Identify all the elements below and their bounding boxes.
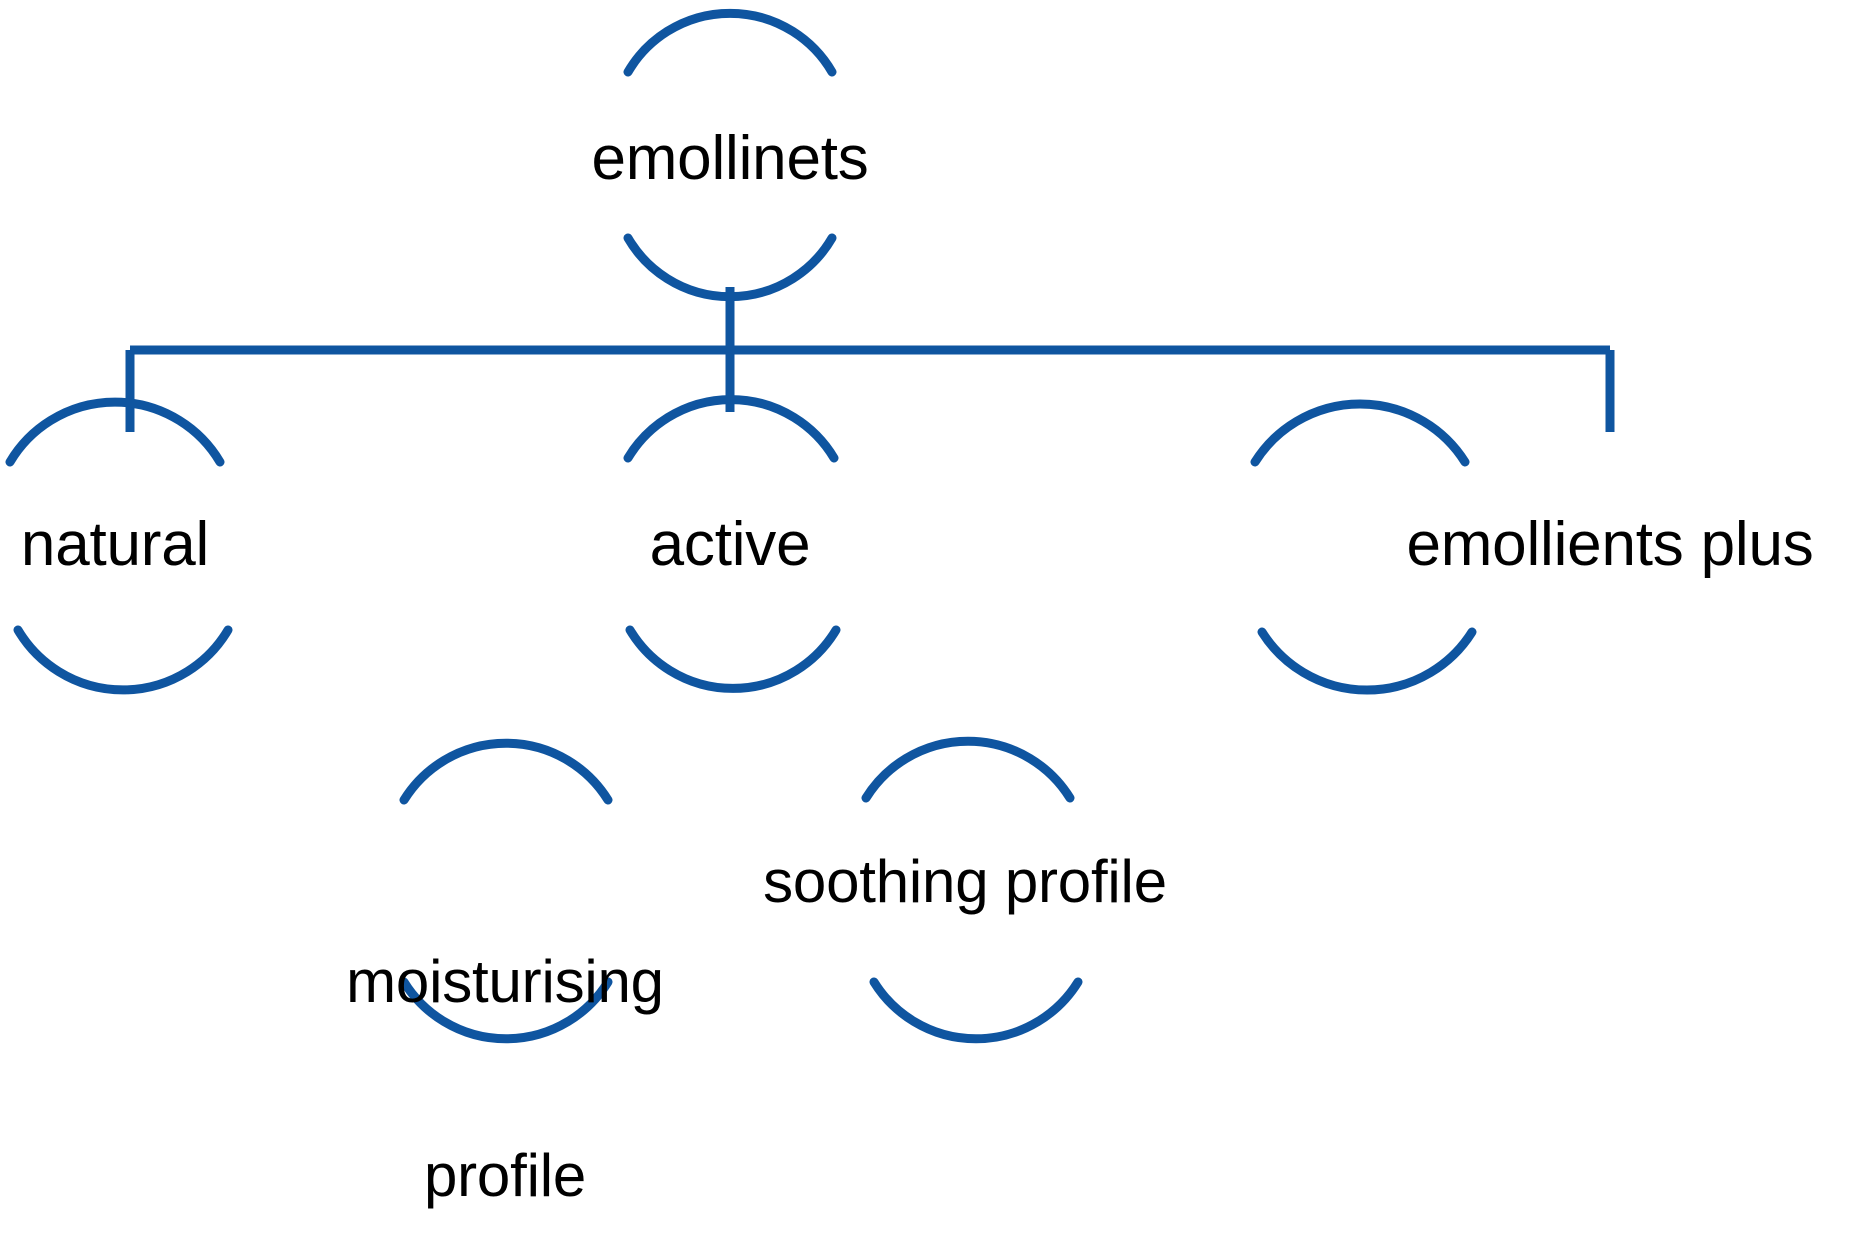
root-node-top-arc — [623, 8, 837, 77]
soothing-profile-node-bottom-arc — [869, 977, 1083, 1044]
moisturising-profile-node-bottom-arc — [399, 977, 613, 1044]
moisturising-profile-node-top-arc — [399, 738, 613, 805]
soothing-profile-node-top-arc — [861, 736, 1075, 803]
emollients-plus-node-bottom-arc — [1257, 627, 1477, 695]
active-node-bottom-arc — [625, 625, 841, 693]
natural-node-top-arc — [5, 397, 225, 467]
natural-node-bottom-arc — [13, 625, 233, 695]
active-node-top-arc — [623, 395, 839, 463]
emollients-plus-node-top-arc — [1250, 399, 1470, 467]
